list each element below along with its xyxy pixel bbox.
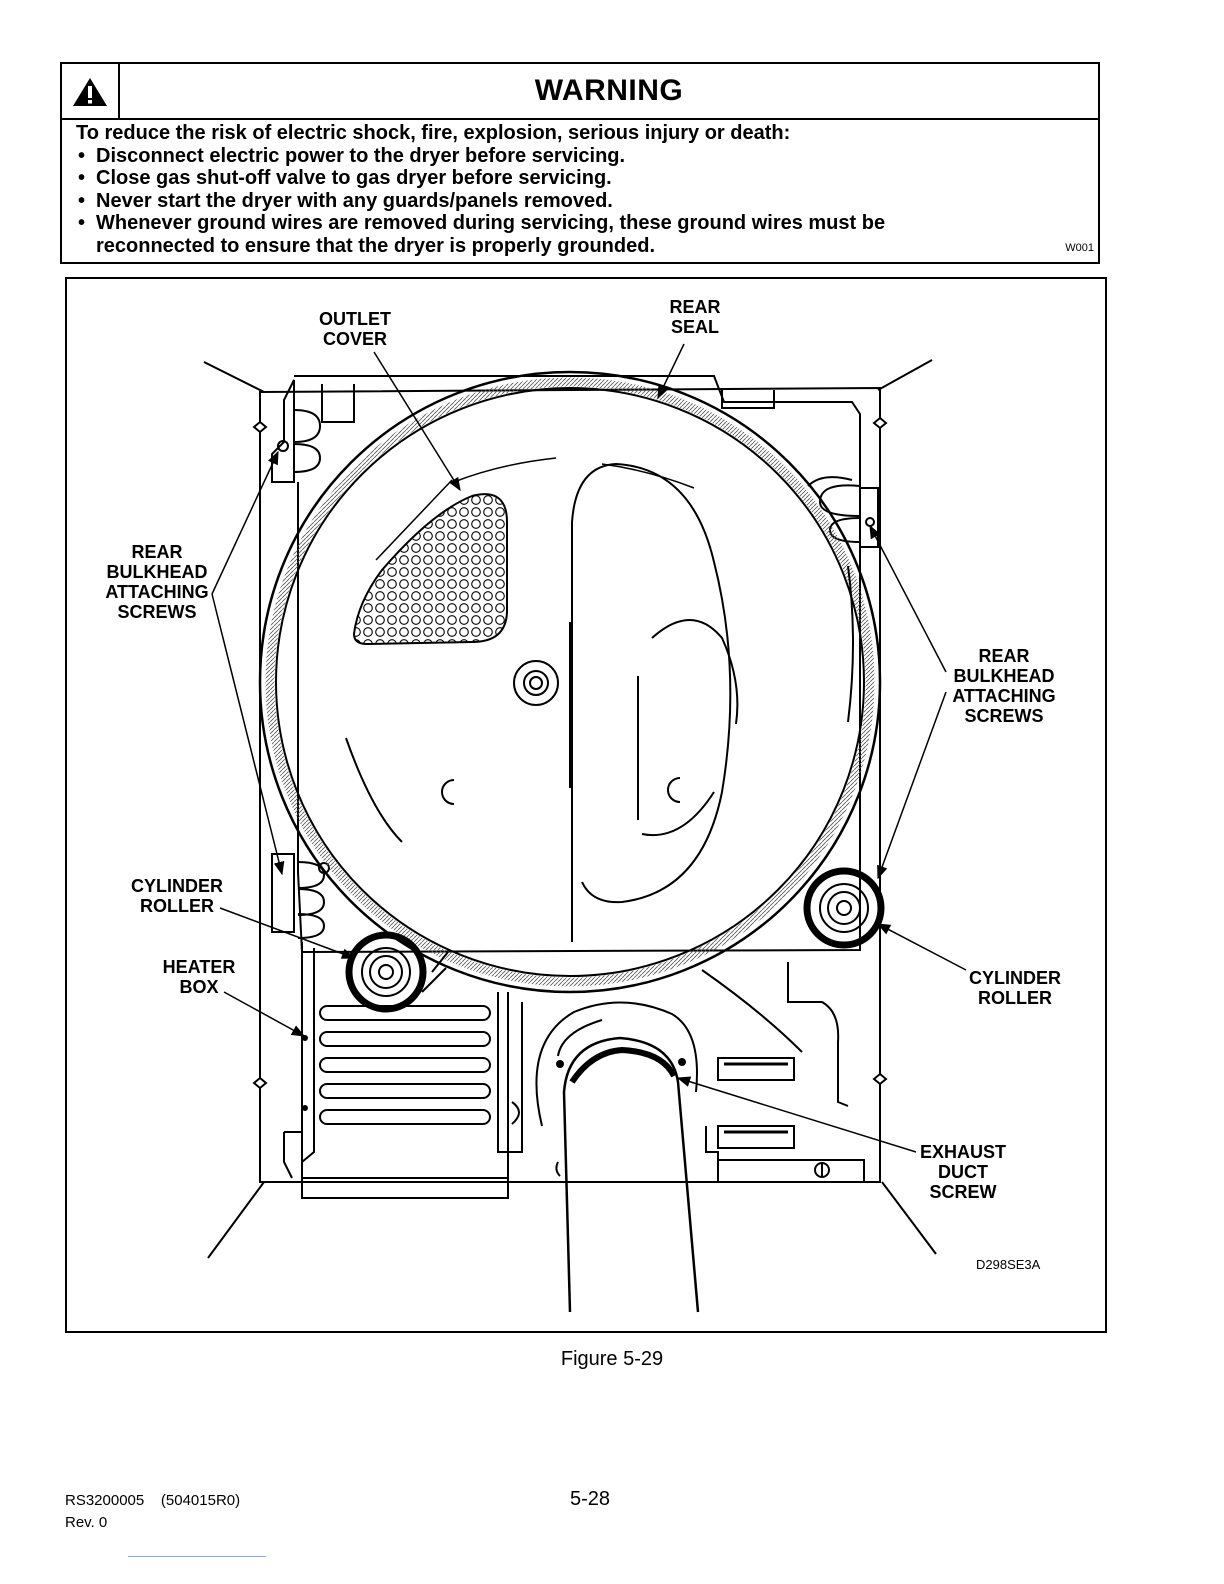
dryer-rear-illustration <box>203 343 967 1313</box>
label-line: REAR <box>978 646 1030 666</box>
label-line: OUTLET <box>319 309 391 329</box>
page-number: 5-28 <box>570 1488 611 1510</box>
label-line: BULKHEAD <box>953 666 1055 686</box>
label-rear-bulkhead-screws-left: REAR BULKHEAD ATTACHING SCREWS <box>97 542 217 622</box>
label-line: REAR <box>669 297 721 317</box>
label-line: ROLLER <box>140 896 214 916</box>
label-line: CYLINDER <box>130 876 223 896</box>
label-line: ROLLER <box>978 988 1052 1008</box>
warning-item: Never start the dryer with any guards/pa… <box>76 190 1084 213</box>
label-line: CYLINDER <box>968 968 1061 988</box>
warning-item: Whenever ground wires are removed during… <box>76 212 1084 257</box>
label-line: SEAL <box>670 317 719 337</box>
label-line: REAR <box>131 542 183 562</box>
divider <box>128 1556 266 1557</box>
warning-triangle-icon <box>73 78 107 106</box>
label-cylinder-roller-left: CYLINDER ROLLER <box>122 876 232 916</box>
warning-item: Disconnect electric power to the dryer b… <box>76 145 1084 168</box>
warning-intro: To reduce the risk of electric shock, fi… <box>76 122 791 144</box>
footer-doc-info: RS3200005 (504015R0) Rev. 0 <box>65 1490 240 1534</box>
label-outlet-cover: OUTLET COVER <box>305 309 405 349</box>
label-rear-bulkhead-screws-right: REAR BULKHEAD ATTACHING SCREWS <box>944 646 1064 726</box>
warning-header: WARNING <box>62 64 1098 120</box>
doc-number: RS3200005 (504015R0) <box>65 1492 241 1509</box>
warning-icon-cell <box>62 64 120 118</box>
figure-box: OUTLET COVER REAR SEAL REAR BULKHEAD ATT… <box>65 277 1107 1333</box>
label-line: BOX <box>179 977 219 997</box>
label-line: DUCT <box>938 1162 988 1182</box>
label-line: EXHAUST <box>919 1142 1006 1162</box>
label-line: SCREW <box>929 1182 997 1202</box>
warning-item: Close gas shut-off valve to gas dryer be… <box>76 167 1084 190</box>
warning-body: To reduce the risk of electric shock, fi… <box>76 122 1084 257</box>
label-heater-box: HEATER BOX <box>149 957 249 997</box>
label-line: BULKHEAD <box>106 562 208 582</box>
revision: Rev. 0 <box>65 1514 108 1531</box>
label-exhaust-duct-screw: EXHAUST DUCT SCREW <box>913 1142 1013 1202</box>
figure-caption: Figure 5-29 <box>560 1348 664 1370</box>
drawing-id: D298SE3A <box>976 1257 1041 1272</box>
label-rear-seal: REAR SEAL <box>647 297 743 337</box>
warning-code: W001 <box>1065 242 1094 254</box>
label-line: SCREWS <box>964 706 1044 726</box>
warning-list: Disconnect electric power to the dryer b… <box>76 145 1084 258</box>
label-line: COVER <box>322 329 387 349</box>
label-line: ATTACHING <box>105 582 209 602</box>
warning-box: WARNING To reduce the risk of electric s… <box>60 62 1100 264</box>
label-line: SCREWS <box>117 602 197 622</box>
label-line: ATTACHING <box>952 686 1056 706</box>
label-line: HEATER <box>162 957 236 977</box>
label-cylinder-roller-right: CYLINDER ROLLER <box>960 968 1070 1008</box>
warning-title: WARNING <box>534 74 684 107</box>
